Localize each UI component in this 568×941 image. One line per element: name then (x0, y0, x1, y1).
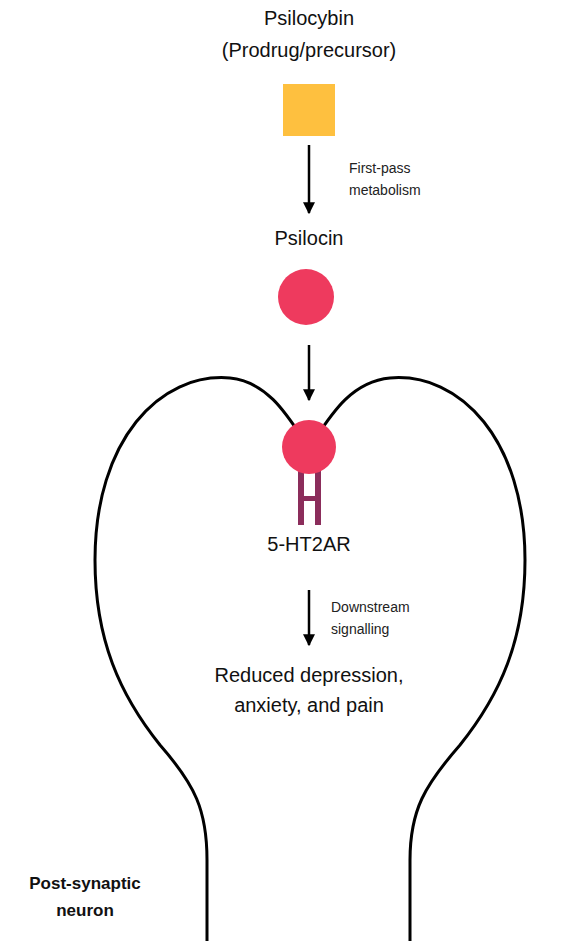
receptor-crossbar (304, 496, 315, 501)
arrow-label: Downstream signalling (331, 596, 441, 640)
node-text: Psilocin (254, 225, 364, 251)
node-text: Reduced depression, anxiety, and pain (194, 660, 424, 720)
receptor-bar (298, 465, 304, 525)
outcome-node: Reduced depression, anxiety, and pain (194, 660, 424, 722)
psilocin-circle (278, 269, 334, 325)
receptor-node: 5-HT2AR (249, 420, 369, 560)
flow-arrow (308, 145, 311, 213)
receptor-bar (315, 465, 321, 525)
metabolite-node: Psilocin (254, 225, 364, 332)
arrow-label: First-pass metabolism (349, 157, 449, 201)
flow-arrow (308, 590, 311, 645)
neuron-node: Post-synaptic neuron 5-HT2AR Reduced depre… (0, 370, 568, 941)
neuron-outline (95, 378, 525, 941)
prodrug-node: Psilocybin (Prodrug/precursor) (204, 2, 414, 140)
node-text: Post-synaptic neuron (22, 870, 148, 924)
flow-arrow (308, 345, 311, 400)
node-text: Psilocybin (Prodrug/precursor) (204, 2, 414, 66)
psilocybin-square (283, 84, 335, 136)
bound-psilocin-circle (282, 420, 336, 474)
node-text: 5-HT2AR (249, 532, 369, 556)
